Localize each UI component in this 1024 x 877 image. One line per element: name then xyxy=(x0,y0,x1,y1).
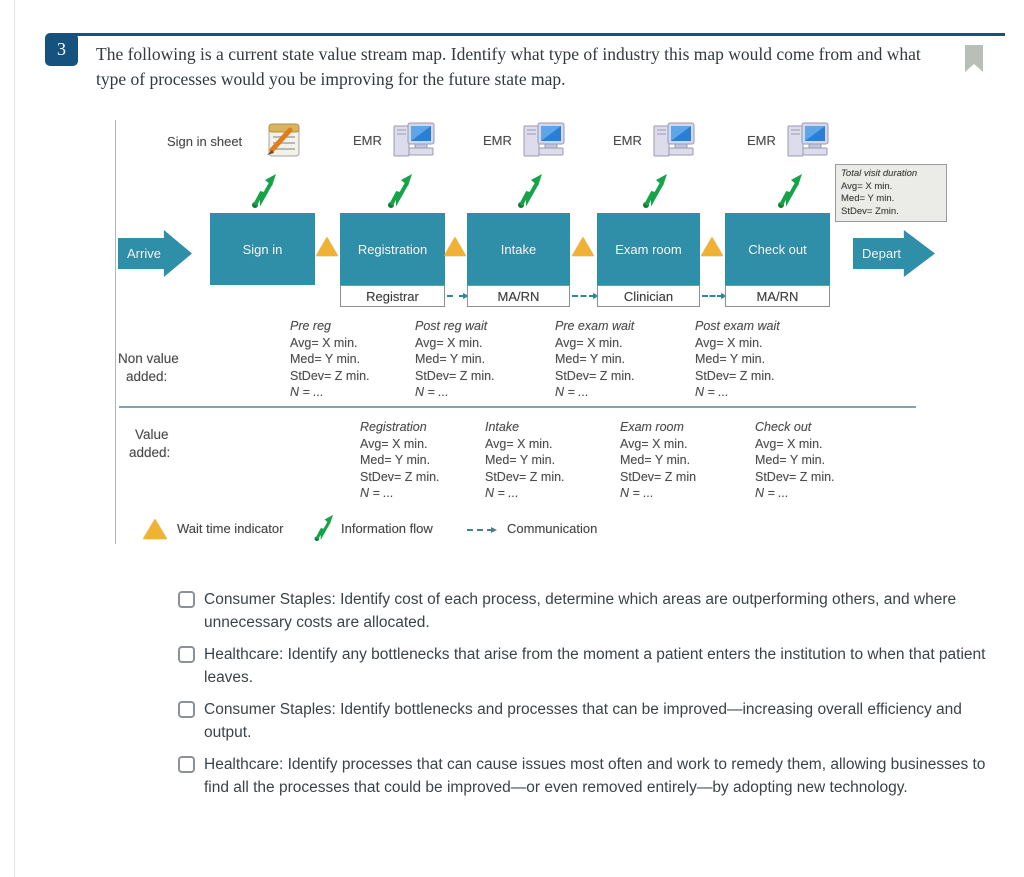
value-stream-map: Sign in sheet EMR xyxy=(115,118,947,546)
emr-label-1: EMR xyxy=(353,133,382,148)
legend-comm-label: Communication xyxy=(507,521,598,536)
bookmark-icon[interactable] xyxy=(964,45,984,73)
va-col-registration: Registration Avg= X min. Med= Y min. StD… xyxy=(360,420,440,500)
page-left-divider xyxy=(14,0,15,877)
information-flow-icon xyxy=(641,172,667,215)
option-label-3[interactable]: Consumer Staples: Identify bottlenecks a… xyxy=(204,701,962,741)
communication-arrow-icon xyxy=(447,293,469,299)
answer-option-4: Healthcare: Identify processes that can … xyxy=(178,753,993,799)
emr-label-3: EMR xyxy=(613,133,642,148)
wait-time-indicator-icon xyxy=(143,519,167,539)
computer-icon xyxy=(651,120,697,167)
total-visit-med: Med= Y min. xyxy=(841,193,895,204)
nva-col-post-exam-wait: Post exam wait Avg= X min. Med= Y min. S… xyxy=(695,319,780,399)
answer-options: Consumer Staples: Identify cost of each … xyxy=(178,588,993,808)
va-col-intake: Intake Avg= X min. Med= Y min. StDev= Z … xyxy=(485,420,565,500)
total-visit-duration-box: Total visit duration Avg= X min. Med= Y … xyxy=(835,164,947,222)
option-label-1[interactable]: Consumer Staples: Identify cost of each … xyxy=(204,591,957,631)
emr-label-4: EMR xyxy=(747,133,776,148)
option-label-4[interactable]: Healthcare: Identify processes that can … xyxy=(204,756,986,796)
computer-icon xyxy=(391,120,437,167)
information-flow-icon xyxy=(313,513,333,548)
wait-time-indicator-icon xyxy=(572,237,594,256)
information-flow-icon xyxy=(516,172,542,215)
process-box-intake: Intake xyxy=(467,213,570,285)
answer-option-2: Healthcare: Identify any bottlenecks tha… xyxy=(178,643,993,689)
role-box-registrar: Registrar xyxy=(340,285,445,307)
process-box-check-out: Check out xyxy=(725,213,830,285)
option-checkbox-4[interactable] xyxy=(178,756,195,773)
total-visit-title: Total visit duration xyxy=(841,168,918,179)
process-box-registration: Registration xyxy=(340,213,445,285)
total-visit-avg: Avg= X min. xyxy=(841,180,893,192)
wait-time-indicator-icon xyxy=(444,237,466,256)
information-flow-icon xyxy=(776,172,802,215)
question-top-accent-line xyxy=(60,33,1005,36)
option-checkbox-1[interactable] xyxy=(178,591,195,608)
role-box-ma-rn-1: MA/RN xyxy=(467,285,570,307)
notepad-icon xyxy=(260,120,304,165)
legend-info-label: Information flow xyxy=(341,521,433,536)
option-checkbox-3[interactable] xyxy=(178,701,195,718)
question-text: The following is a current state value s… xyxy=(96,44,921,89)
total-visit-stdev: StDev= Zmin. xyxy=(841,205,899,217)
diagram-left-border xyxy=(115,120,116,544)
legend-wait-label: Wait time indicator xyxy=(177,521,284,536)
information-flow-icon xyxy=(250,172,276,215)
question-number: 3 xyxy=(57,39,66,59)
value-added-label: Value added: xyxy=(129,427,171,460)
role-box-clinician: Clinician xyxy=(597,285,700,307)
va-col-exam-room: Exam room Avg= X min. Med= Y min. StDev=… xyxy=(620,420,697,500)
communication-arrow-icon xyxy=(467,527,497,533)
emr-label-2: EMR xyxy=(483,133,512,148)
sign-in-sheet-label: Sign in sheet xyxy=(167,134,243,149)
question-number-badge: 3 xyxy=(45,33,78,66)
process-box-exam-room: Exam room xyxy=(597,213,700,285)
information-flow-icon xyxy=(386,172,412,215)
arrive-arrow: Arrive xyxy=(118,230,192,277)
computer-icon xyxy=(785,120,831,167)
va-col-check-out: Check out Avg= X min. Med= Y min. StDev=… xyxy=(755,420,835,500)
option-label-2[interactable]: Healthcare: Identify any bottlenecks tha… xyxy=(204,646,986,686)
role-box-ma-rn-2: MA/RN xyxy=(725,285,830,307)
option-checkbox-2[interactable] xyxy=(178,646,195,663)
depart-arrow: Depart xyxy=(853,230,935,277)
value-added-divider xyxy=(119,406,916,408)
computer-icon xyxy=(521,120,567,167)
nva-col-pre-reg: Pre reg Avg= X min. Med= Y min. StDev= Z… xyxy=(290,319,370,399)
process-box-sign-in: Sign in xyxy=(210,213,315,285)
wait-time-indicator-icon xyxy=(701,237,723,256)
non-value-added-label: Non value added: xyxy=(118,351,179,384)
wait-time-indicator-icon xyxy=(316,237,338,256)
answer-option-1: Consumer Staples: Identify cost of each … xyxy=(178,588,993,634)
communication-arrow-icon xyxy=(572,293,599,299)
nva-col-pre-exam-wait: Pre exam wait Avg= X min. Med= Y min. St… xyxy=(555,319,635,399)
answer-option-3: Consumer Staples: Identify bottlenecks a… xyxy=(178,698,993,744)
communication-arrow-icon xyxy=(702,293,727,299)
nva-col-post-reg-wait: Post reg wait Avg= X min. Med= Y min. St… xyxy=(415,319,495,399)
